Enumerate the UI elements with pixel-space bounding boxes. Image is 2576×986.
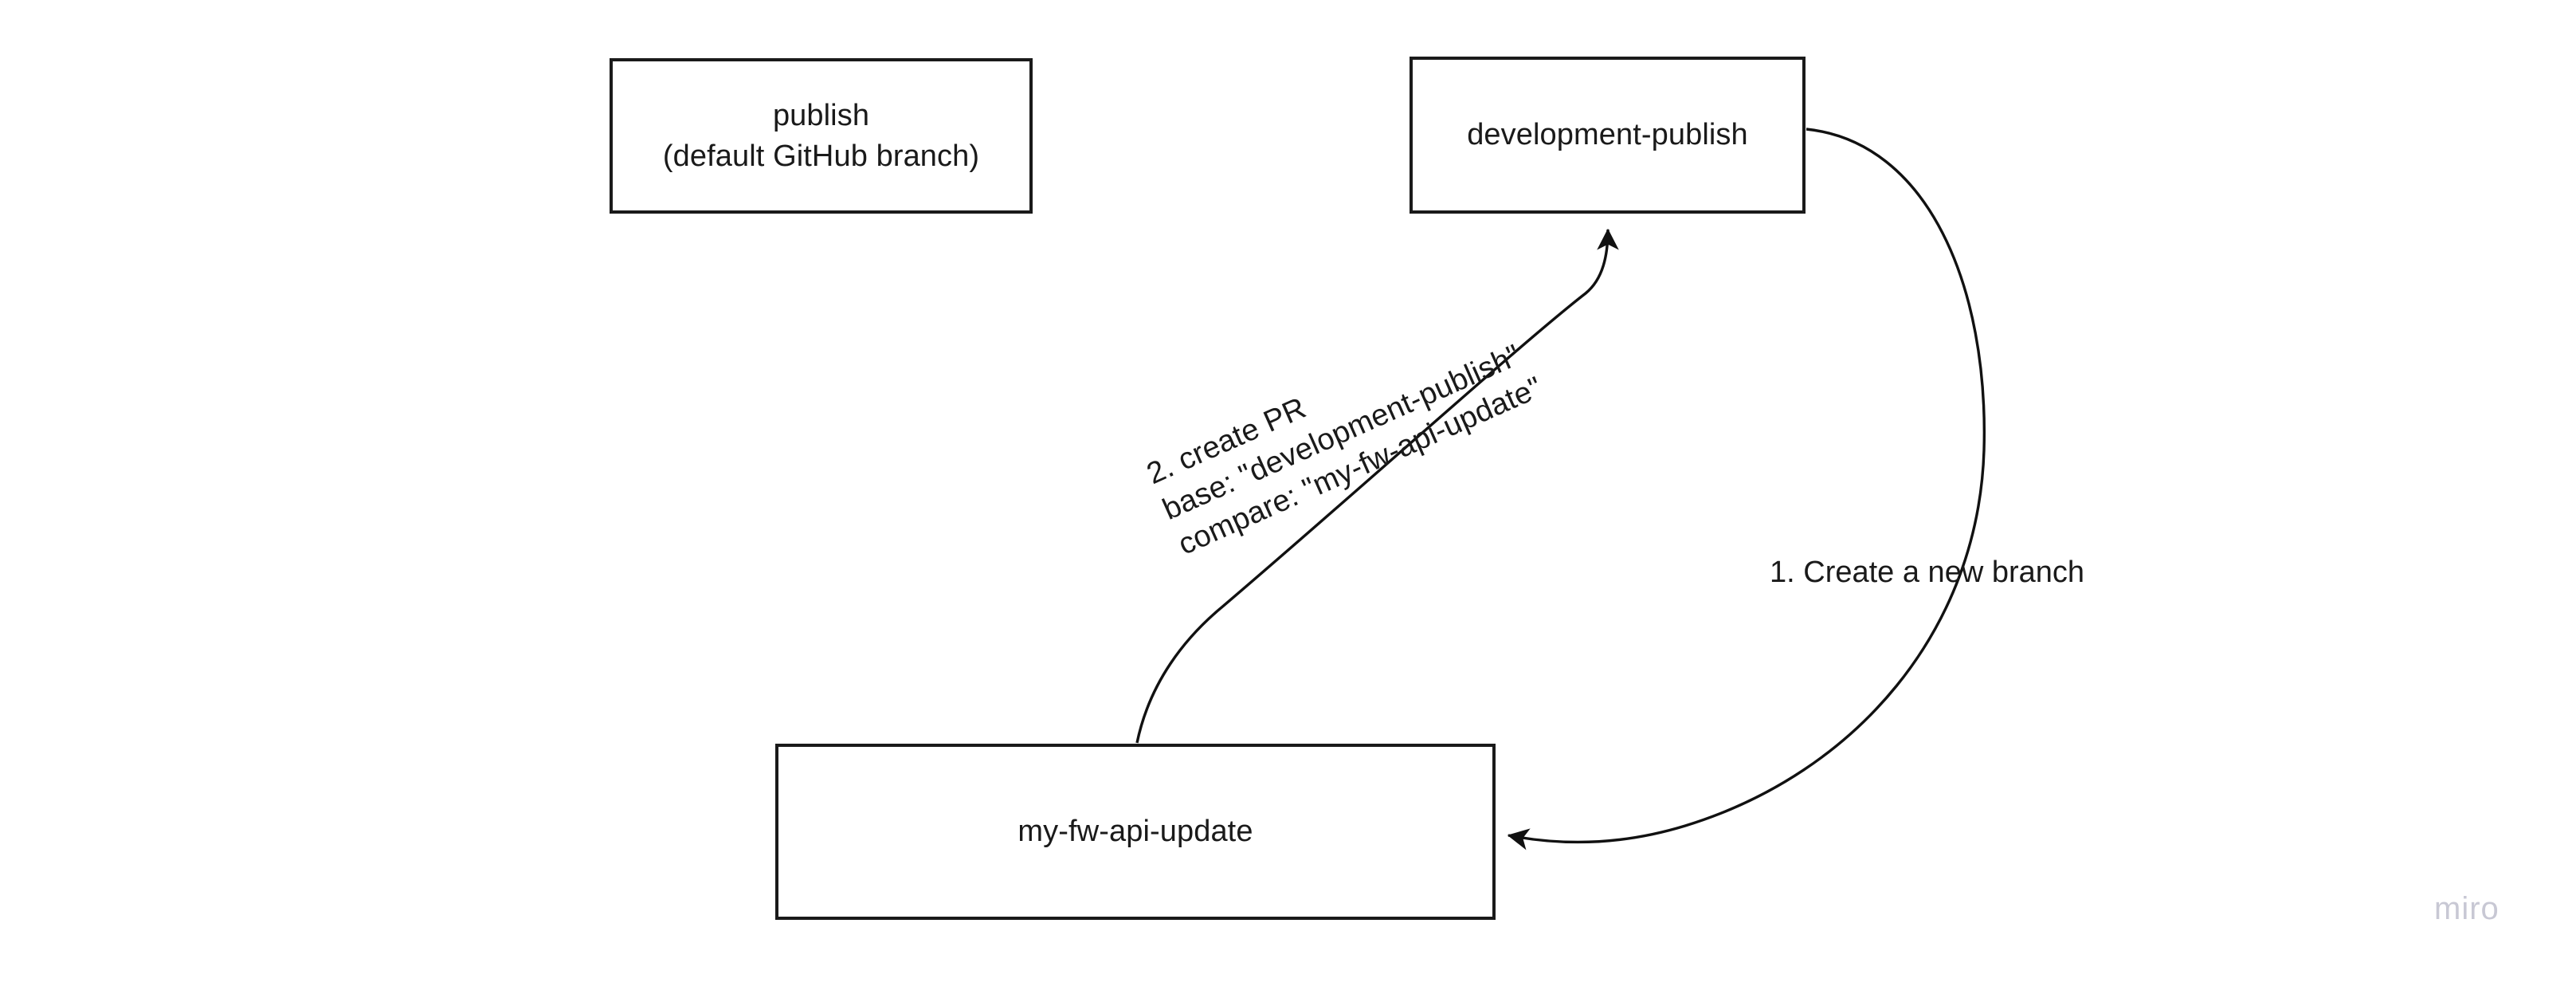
node-publish[interactable]: publish (default GitHub branch) [610,58,1033,214]
node-publish-label: publish (default GitHub branch) [662,99,980,173]
node-development-publish[interactable]: development-publish [1410,57,1806,214]
node-development-publish-label: development-publish [1467,118,1748,152]
edge-label-create-branch: 1. Create a new branch [1770,556,2085,589]
miro-watermark: miro [2434,891,2500,926]
node-my-fw-api-update[interactable]: my-fw-api-update [775,744,1496,920]
edge-create-branch-path [1507,128,1986,850]
edge-label-create-pr: 2. create PR base: "development-publish"… [1142,338,1547,562]
node-my-fw-api-update-label: my-fw-api-update [1017,815,1253,849]
